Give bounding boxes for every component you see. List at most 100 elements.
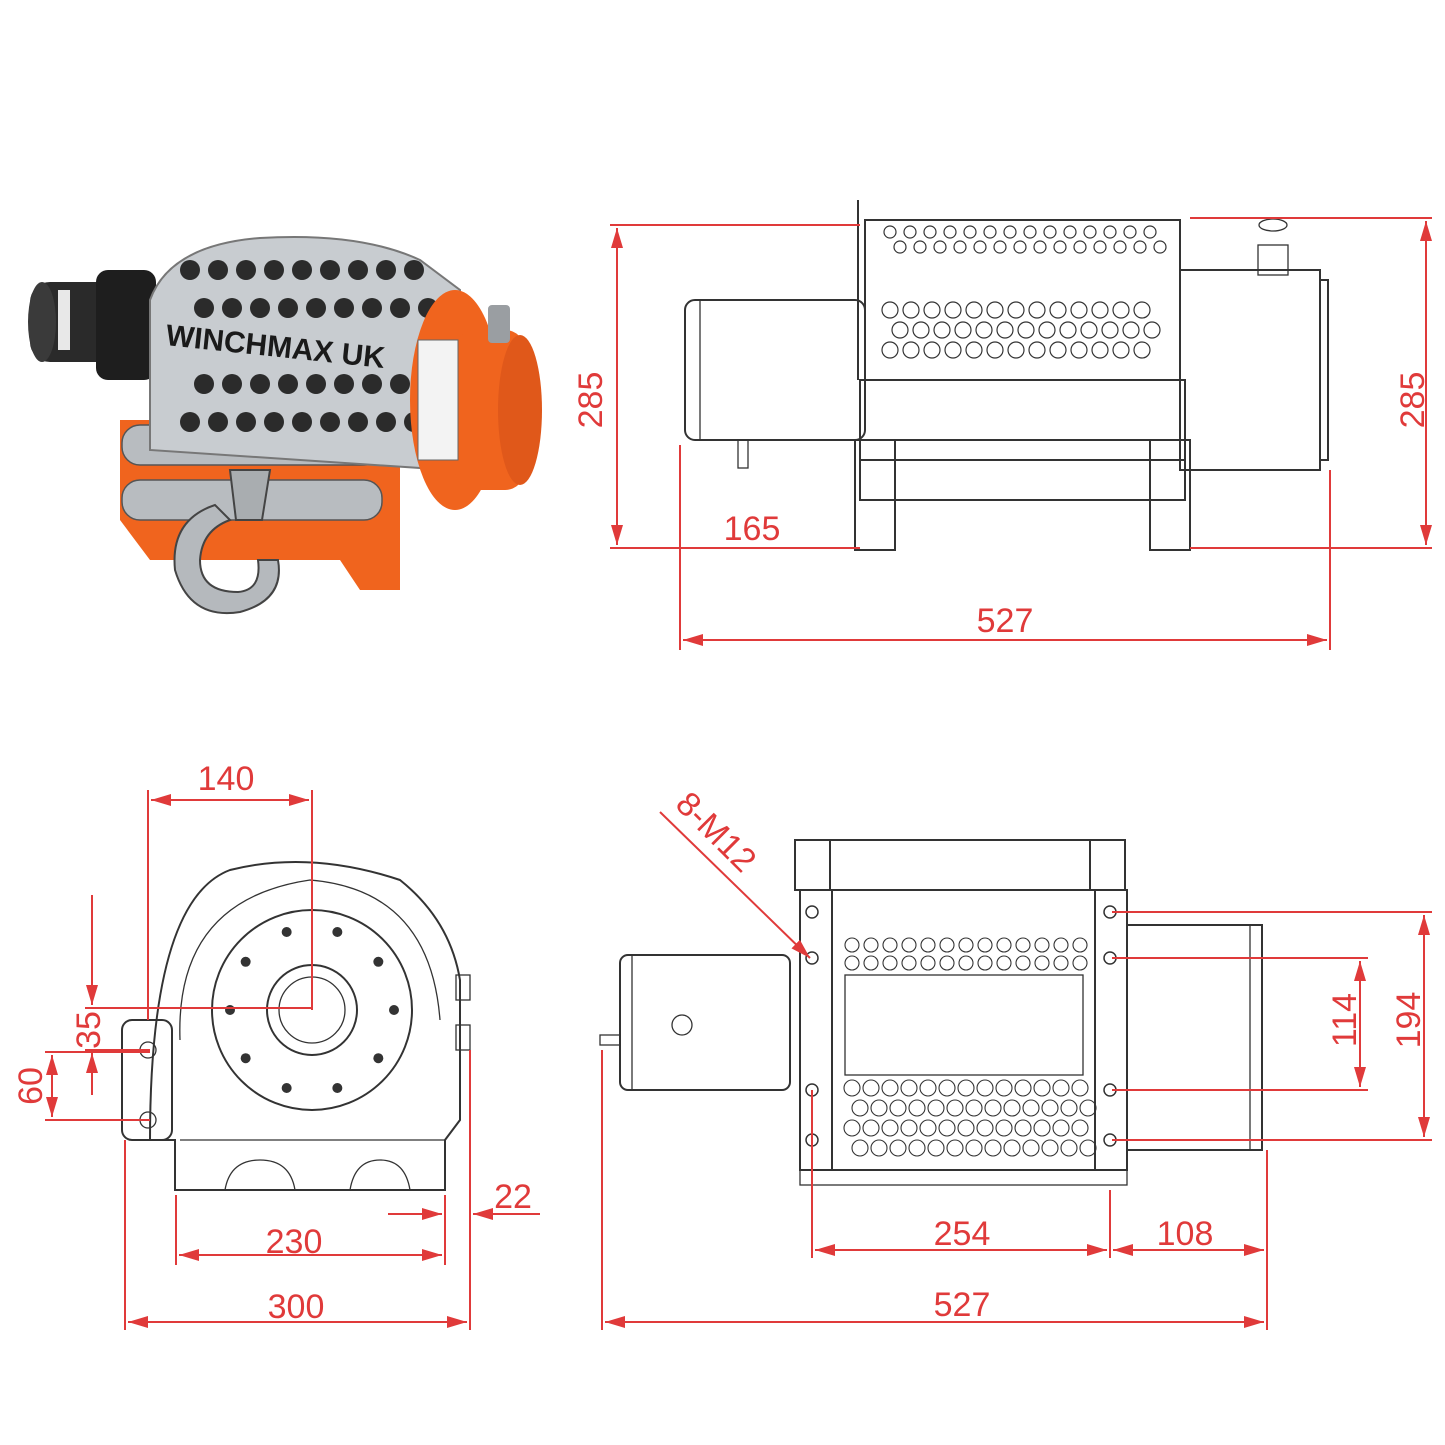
hole xyxy=(332,1082,343,1093)
hole xyxy=(902,301,920,319)
hole xyxy=(939,937,955,953)
hole xyxy=(1071,1079,1089,1097)
hole xyxy=(938,1079,956,1097)
hole xyxy=(843,1119,861,1137)
hole xyxy=(986,301,1004,319)
hole xyxy=(1049,341,1067,359)
hole xyxy=(996,937,1012,953)
hole xyxy=(923,301,941,319)
hole xyxy=(943,225,957,239)
hole xyxy=(965,301,983,319)
hole xyxy=(863,955,879,971)
hole xyxy=(851,1099,869,1117)
hole xyxy=(334,374,354,394)
hole xyxy=(893,240,907,254)
hole xyxy=(944,301,962,319)
hole xyxy=(1072,955,1088,971)
hole xyxy=(912,321,930,339)
hole xyxy=(1003,1139,1021,1157)
hole xyxy=(180,260,200,280)
dim-foot-inset: 22 xyxy=(494,1178,532,1216)
hole xyxy=(1071,1119,1089,1137)
hole xyxy=(281,927,292,938)
hole xyxy=(908,1099,926,1117)
hole xyxy=(1053,240,1067,254)
side-view xyxy=(684,200,1329,551)
hole xyxy=(250,374,270,394)
hole xyxy=(975,321,993,339)
hole xyxy=(953,240,967,254)
hole xyxy=(881,1119,899,1137)
hole xyxy=(236,260,256,280)
dim-overall-length-side: 527 xyxy=(977,602,1034,640)
hole xyxy=(933,321,951,339)
hole xyxy=(1122,321,1140,339)
hole xyxy=(986,341,1004,359)
hole xyxy=(208,260,228,280)
hole xyxy=(1007,301,1025,319)
end-view xyxy=(121,861,471,1191)
dim-port-spacing: 60 xyxy=(12,1067,50,1105)
hole xyxy=(306,298,326,318)
dim-outer-spacing: 194 xyxy=(1390,992,1428,1049)
hole xyxy=(236,412,256,432)
hole xyxy=(908,1139,926,1157)
hole xyxy=(1123,225,1137,239)
hole xyxy=(1041,1099,1059,1117)
gearbox-housing xyxy=(410,290,542,510)
hole xyxy=(958,955,974,971)
winch-photo: WINCHMAX UK xyxy=(28,235,542,615)
hole xyxy=(194,298,214,318)
hole xyxy=(320,260,340,280)
hole xyxy=(320,412,340,432)
hole xyxy=(938,1119,956,1137)
hole xyxy=(889,1139,907,1157)
hole xyxy=(965,1099,983,1117)
dim-height-right: 285 xyxy=(1394,372,1432,429)
hole xyxy=(946,1139,964,1157)
hole xyxy=(995,1119,1013,1137)
hole xyxy=(844,937,860,953)
hole xyxy=(1101,321,1119,339)
hole xyxy=(250,298,270,318)
hole xyxy=(348,260,368,280)
hole xyxy=(362,298,382,318)
hole xyxy=(373,956,384,967)
hole xyxy=(348,412,368,432)
hole xyxy=(292,260,312,280)
hole xyxy=(389,1005,399,1015)
hole xyxy=(334,298,354,318)
top-view xyxy=(599,839,1263,1186)
hole xyxy=(373,1053,384,1064)
hole xyxy=(1014,1079,1032,1097)
hole xyxy=(1059,321,1077,339)
hole xyxy=(264,260,284,280)
hole xyxy=(977,955,993,971)
dim-overall-width: 300 xyxy=(268,1288,325,1326)
hydraulic-motor xyxy=(28,270,156,380)
hole xyxy=(984,1139,1002,1157)
hole xyxy=(1034,937,1050,953)
hole xyxy=(376,412,396,432)
hole xyxy=(900,1079,918,1097)
hole xyxy=(1133,240,1147,254)
hole xyxy=(225,1005,235,1015)
hole xyxy=(1003,1099,1021,1117)
hole xyxy=(976,1119,994,1137)
hole xyxy=(882,955,898,971)
hole xyxy=(1007,341,1025,359)
hole xyxy=(1133,301,1151,319)
hole xyxy=(976,1079,994,1097)
hole xyxy=(222,298,242,318)
hole xyxy=(995,1079,1013,1097)
hole xyxy=(1017,321,1035,339)
hole xyxy=(362,374,382,394)
hole xyxy=(870,1099,888,1117)
hook xyxy=(173,469,280,615)
hole xyxy=(390,298,410,318)
dim-inner-spacing: 114 xyxy=(1326,993,1364,1047)
hole xyxy=(1023,225,1037,239)
hole xyxy=(1049,301,1067,319)
hole xyxy=(278,298,298,318)
